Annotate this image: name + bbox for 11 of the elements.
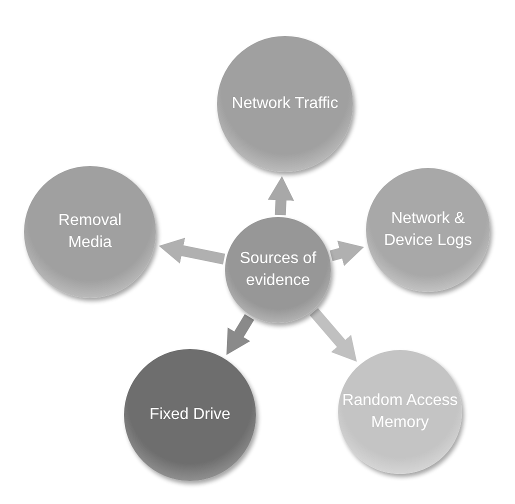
block-arrow (330, 240, 364, 266)
node-label: Fixed Drive (150, 404, 230, 425)
node-label: Network Traffic (232, 94, 338, 114)
block-arrow (158, 238, 226, 264)
block-arrow (268, 176, 294, 216)
block-arrow (226, 314, 254, 355)
node-label: Network & Device Logs (382, 208, 474, 251)
block-arrow (310, 308, 357, 362)
node-label: Sources of evidence (238, 248, 318, 291)
node-label: Random Access Memory (342, 390, 458, 433)
node-label: Removal Media (57, 210, 123, 253)
